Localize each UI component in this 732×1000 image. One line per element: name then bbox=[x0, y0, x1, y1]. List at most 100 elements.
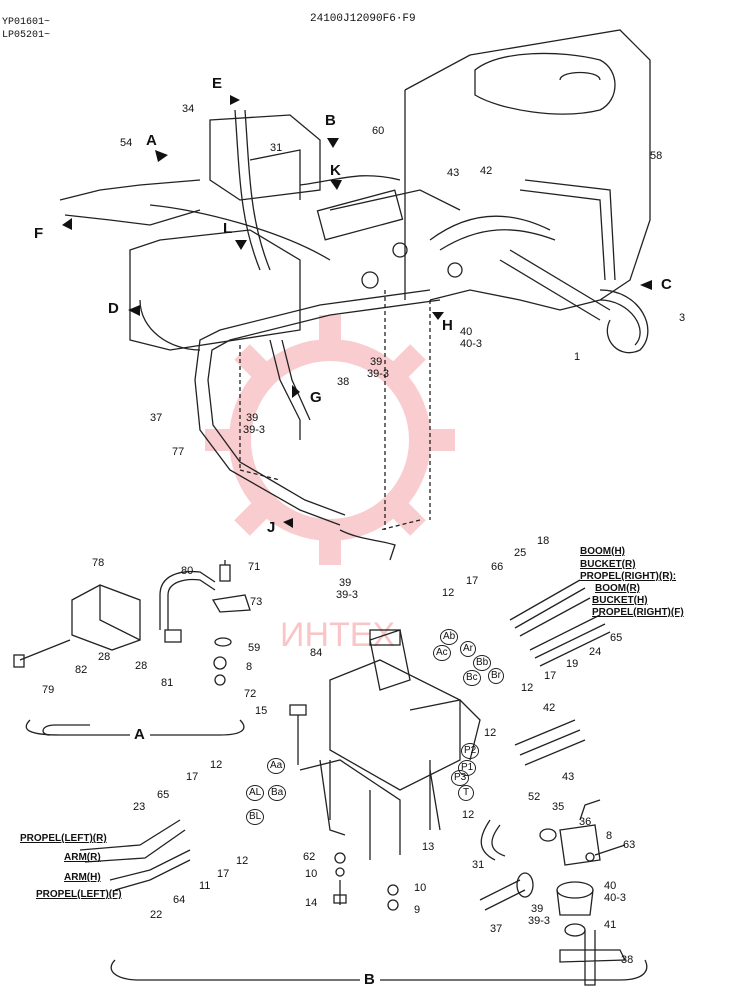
port-label: Ac bbox=[433, 645, 451, 661]
part-label: 60 bbox=[372, 125, 385, 137]
part-label: 84 bbox=[310, 647, 323, 659]
part-label: 12 bbox=[462, 809, 475, 821]
part-label: 58 bbox=[650, 150, 663, 162]
view-arrow-l-icon bbox=[235, 240, 247, 250]
function-label: PROPEL(LEFT)(R) bbox=[20, 833, 107, 844]
part-label: 52 bbox=[528, 791, 541, 803]
part-label: 59 bbox=[248, 642, 261, 654]
part-label: 14 bbox=[305, 897, 318, 909]
port-label: Ar bbox=[460, 641, 476, 657]
part-label: 65 bbox=[157, 789, 170, 801]
function-label: BOOM(R) bbox=[595, 583, 640, 594]
part-label: 9 bbox=[414, 904, 421, 916]
part-label: 13 bbox=[422, 841, 435, 853]
part-label: 39-3 bbox=[528, 915, 551, 927]
view-label-f: F bbox=[34, 225, 44, 242]
view-arrow-f-icon bbox=[62, 218, 72, 230]
view-arrow-a-icon bbox=[155, 150, 168, 162]
part-label: 43 bbox=[447, 167, 460, 179]
part-label: 28 bbox=[98, 651, 111, 663]
part-label: 31 bbox=[472, 859, 485, 871]
serial-number-b: LP05201~ bbox=[2, 30, 51, 41]
view-label-a: A bbox=[146, 132, 157, 149]
view-arrow-d-icon bbox=[128, 305, 140, 316]
part-label: 79 bbox=[42, 684, 55, 696]
view-label-e: E bbox=[212, 75, 223, 92]
part-label: 41 bbox=[604, 919, 617, 931]
part-label: 39-3 bbox=[336, 589, 359, 601]
part-label: 42 bbox=[543, 702, 556, 714]
part-label: 39-3 bbox=[367, 368, 390, 380]
port-label: Ba bbox=[268, 785, 287, 801]
view-arrow-j-icon bbox=[283, 518, 293, 528]
part-label: 42 bbox=[480, 165, 493, 177]
part-label: 39 bbox=[339, 577, 352, 589]
part-label: 39 bbox=[370, 356, 383, 368]
part-label: 36 bbox=[579, 816, 592, 828]
port-label: Br bbox=[488, 668, 504, 684]
part-label: 72 bbox=[244, 688, 257, 700]
view-label-g: G bbox=[310, 389, 322, 406]
part-label: 39-3 bbox=[243, 424, 266, 436]
drawing-number: 24100J12090F6·F9 bbox=[310, 13, 416, 25]
part-label: 81 bbox=[161, 677, 174, 689]
function-label: ARM(H) bbox=[64, 872, 101, 883]
part-label: 40-3 bbox=[604, 892, 627, 904]
part-label: 66 bbox=[491, 561, 504, 573]
view-label-c: C bbox=[661, 276, 672, 293]
view-label-j: J bbox=[267, 519, 276, 536]
part-label: 38 bbox=[621, 954, 634, 966]
part-label: 23 bbox=[133, 801, 146, 813]
part-label: 12 bbox=[442, 587, 455, 599]
part-label: 24 bbox=[589, 646, 602, 658]
part-label: 73 bbox=[250, 596, 263, 608]
part-label: 8 bbox=[606, 830, 613, 842]
part-label: 17 bbox=[186, 771, 199, 783]
part-label: 54 bbox=[120, 137, 133, 149]
function-label: BUCKET(H) bbox=[592, 595, 648, 606]
view-label-h: H bbox=[442, 317, 453, 334]
part-label: 3 bbox=[679, 312, 686, 324]
part-label: 17 bbox=[217, 868, 230, 880]
part-label: 38 bbox=[337, 376, 350, 388]
part-label: 62 bbox=[303, 851, 316, 863]
part-label: 40 bbox=[604, 880, 617, 892]
port-label: P2 bbox=[461, 743, 480, 759]
part-label: 19 bbox=[566, 658, 579, 670]
port-label: BL bbox=[246, 809, 265, 825]
serial-number-a: YP01601~ bbox=[2, 17, 51, 28]
part-label: 15 bbox=[255, 705, 268, 717]
part-label: 64 bbox=[173, 894, 186, 906]
part-label: 10 bbox=[305, 868, 318, 880]
port-label: AL bbox=[246, 785, 265, 801]
part-label: 80 bbox=[181, 565, 194, 577]
section-label-b: B bbox=[364, 971, 375, 988]
part-label: 40-3 bbox=[460, 338, 483, 350]
function-label: ARM(R) bbox=[64, 852, 101, 863]
part-label: 12 bbox=[521, 682, 534, 694]
view-label-b: B bbox=[325, 112, 336, 129]
part-label: 65 bbox=[610, 632, 623, 644]
port-label: Ab bbox=[440, 629, 459, 645]
view-arrow-h-icon bbox=[432, 312, 444, 320]
view-arrow-g-icon bbox=[292, 385, 300, 398]
view-label-d: D bbox=[108, 300, 119, 317]
port-label: Bc bbox=[463, 670, 481, 686]
part-label: 77 bbox=[172, 446, 185, 458]
part-label: 37 bbox=[150, 412, 163, 424]
port-label: Bb bbox=[473, 655, 492, 671]
port-label: Aa bbox=[267, 758, 286, 774]
part-label: 18 bbox=[537, 535, 550, 547]
view-arrow-k-icon bbox=[330, 180, 342, 190]
port-label: T bbox=[458, 785, 475, 801]
part-label: 17 bbox=[466, 575, 479, 587]
part-label: 78 bbox=[92, 557, 105, 569]
part-label: 12 bbox=[210, 759, 223, 771]
part-label: 25 bbox=[514, 547, 527, 559]
function-label: PROPEL(RIGHT)(R): bbox=[580, 571, 677, 582]
part-label: 28 bbox=[135, 660, 148, 672]
part-label: 71 bbox=[248, 561, 261, 573]
part-label: 39 bbox=[531, 903, 544, 915]
section-label-a: A bbox=[134, 726, 145, 743]
